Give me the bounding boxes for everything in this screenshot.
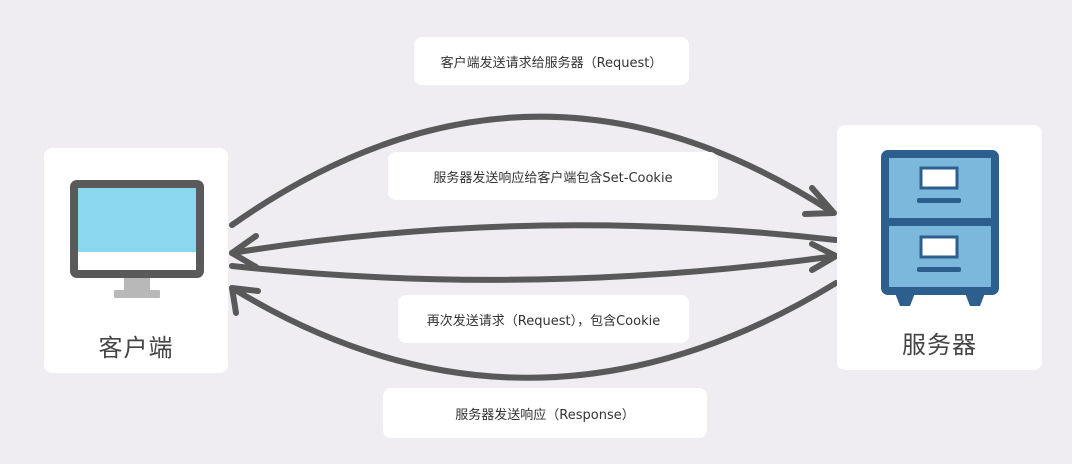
message-response: 服务器发送响应（Response）: [383, 388, 707, 438]
monitor-icon: [70, 180, 204, 298]
message-cookie-request: 再次发送请求（Request），包含Cookie: [398, 295, 689, 343]
response-arrowhead: [229, 285, 261, 316]
client-label: 客户端: [98, 334, 174, 362]
response-arrow: [229, 280, 839, 381]
client-node: 客户端: [44, 148, 228, 373]
cookie-request-arrow: [229, 253, 839, 283]
filing-cabinet-icon: [881, 150, 999, 306]
request-arrowhead: [802, 185, 837, 217]
message-set-cookie-response: 服务器发送响应给客户端包含Set-Cookie: [388, 152, 718, 200]
server-label: 服务器: [902, 331, 977, 359]
server-node: 服务器: [837, 125, 1042, 370]
request-arrow: [229, 113, 835, 228]
set-cookie-response-arrow: [229, 222, 839, 256]
set-cookie-response-arrowhead: [229, 233, 259, 270]
message-request: 客户端发送请求给服务器（Request）: [414, 37, 689, 85]
cookie-request-arrowhead: [809, 241, 839, 273]
